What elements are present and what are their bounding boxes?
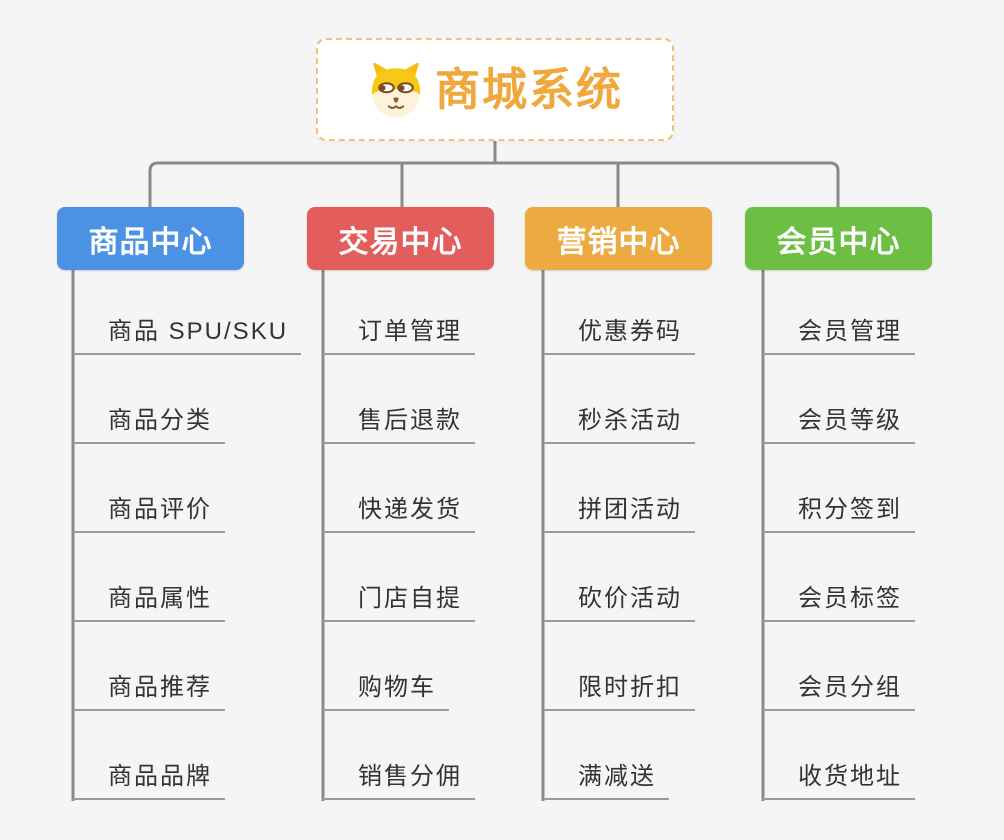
leaf-node[interactable]: 销售分佣 [323,756,475,800]
leaf-node[interactable]: 门店自提 [323,578,475,622]
leaf-node[interactable]: 砍价活动 [543,578,695,622]
leaf-node[interactable]: 拼团活动 [543,489,695,533]
branch-node-product-center[interactable]: 商品中心 [57,207,244,270]
branch-node-marketing-center[interactable]: 营销中心 [525,207,712,270]
leaf-node[interactable]: 积分签到 [763,489,915,533]
root-node[interactable]: 商城系统 [316,38,674,141]
branch-node-trade-center[interactable]: 交易中心 [307,207,494,270]
leaf-node[interactable]: 商品 SPU/SKU [73,311,302,355]
leaf-node[interactable]: 限时折扣 [543,667,695,711]
leaf-list-trade: 订单管理 售后退款 快递发货 门店自提 购物车 销售分佣 [323,266,623,800]
branch-node-member-center[interactable]: 会员中心 [745,207,932,270]
leaf-node[interactable]: 商品分类 [73,400,225,444]
leaf-node[interactable]: 收货地址 [763,756,915,800]
leaf-list-member: 会员管理 会员等级 积分签到 会员标签 会员分组 收货地址 [763,266,1004,800]
leaf-node[interactable]: 快递发货 [323,489,475,533]
leaf-node[interactable]: 商品评价 [73,489,225,533]
leaf-node[interactable]: 秒杀活动 [543,400,695,444]
leaf-node[interactable]: 商品属性 [73,578,225,622]
dog-icon [371,62,421,117]
leaf-node[interactable]: 商品品牌 [73,756,225,800]
leaf-list-product: 商品 SPU/SKU 商品分类 商品评价 商品属性 商品推荐 商品品牌 [73,266,373,800]
leaf-list-marketing: 优惠券码 秒杀活动 拼团活动 砍价活动 限时折扣 满减送 [543,266,843,800]
leaf-node[interactable]: 会员标签 [763,578,915,622]
leaf-node[interactable]: 会员分组 [763,667,915,711]
leaf-node[interactable]: 商品推荐 [73,667,225,711]
leaf-node[interactable]: 会员等级 [763,400,915,444]
leaf-node[interactable]: 订单管理 [323,311,475,355]
connector-top-rail [148,161,840,207]
root-title: 商城系统 [434,64,623,115]
leaf-node[interactable]: 会员管理 [763,311,915,355]
leaf-node[interactable]: 售后退款 [323,400,475,444]
leaf-node[interactable]: 购物车 [323,667,449,711]
leaf-node[interactable]: 优惠券码 [543,311,695,355]
leaf-node[interactable]: 满减送 [543,756,669,800]
